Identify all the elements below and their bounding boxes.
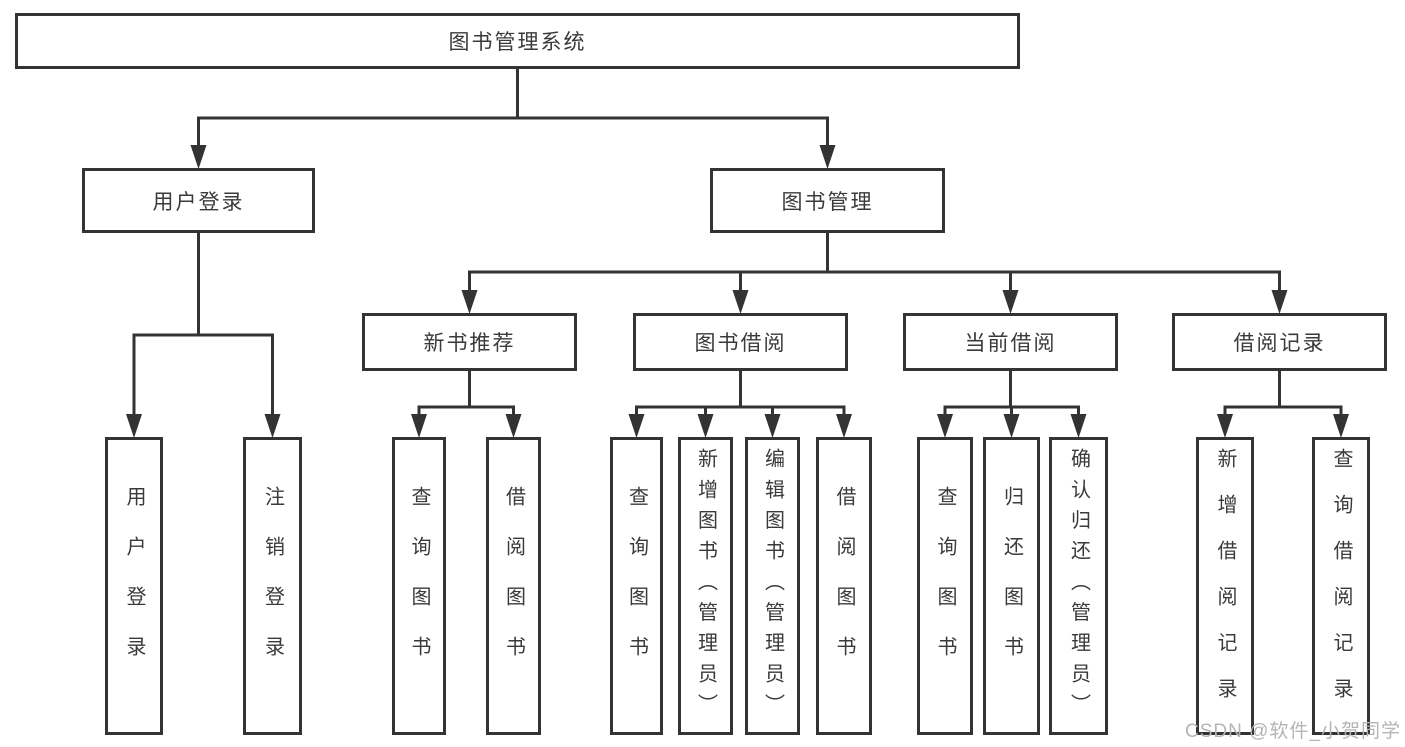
node-add-book-admin: 新增图书（管理员） xyxy=(678,437,733,735)
node-label-book-borrow: 图书借阅 xyxy=(694,332,787,355)
node-query-borrow-rec: 查询借阅记录 xyxy=(1312,437,1370,735)
node-label-return-book: 归还图书 xyxy=(1000,486,1023,686)
node-label-edit-book-admin: 编辑图书（管理员） xyxy=(761,448,784,724)
node-borrow-records: 借阅记录 xyxy=(1172,313,1387,371)
node-label-borrow-book-bor: 借阅图书 xyxy=(833,486,855,686)
node-label-current-borrow: 当前借阅 xyxy=(964,332,1057,355)
node-edit-book-admin: 编辑图书（管理员） xyxy=(745,437,800,735)
node-add-borrow-rec: 新增借阅记录 xyxy=(1196,437,1254,735)
node-label-new-book-rec: 新书推荐 xyxy=(423,332,516,355)
node-borrow-book-bor: 借阅图书 xyxy=(816,437,872,735)
node-label-root-system: 图书管理系统 xyxy=(448,31,587,54)
node-label-user-login-group: 用户登录 xyxy=(152,190,245,214)
node-user-login-group: 用户登录 xyxy=(82,168,315,233)
node-logout: 注销登录 xyxy=(243,437,302,735)
node-label-query-borrow-rec: 查询借阅记录 xyxy=(1330,448,1352,724)
node-label-logout: 注销登录 xyxy=(261,486,284,686)
node-current-borrow: 当前借阅 xyxy=(903,313,1118,371)
node-label-user-login: 用户登录 xyxy=(123,486,145,686)
node-new-book-rec: 新书推荐 xyxy=(362,313,577,371)
node-user-login: 用户登录 xyxy=(105,437,163,735)
node-confirm-return: 确认归还（管理员） xyxy=(1049,437,1108,735)
node-label-query-book-cur: 查询图书 xyxy=(934,486,956,686)
node-query-book-rec: 查询图书 xyxy=(392,437,446,735)
node-label-add-book-admin: 新增图书（管理员） xyxy=(694,448,717,724)
node-label-add-borrow-rec: 新增借阅记录 xyxy=(1214,448,1236,724)
node-query-book-cur: 查询图书 xyxy=(917,437,973,735)
node-label-query-book-bor: 查询图书 xyxy=(625,486,648,686)
node-book-borrow: 图书借阅 xyxy=(633,313,848,371)
node-label-book-mgmt: 图书管理 xyxy=(781,190,874,214)
node-borrow-book-rec: 借阅图书 xyxy=(486,437,541,735)
node-label-confirm-return: 确认归还（管理员） xyxy=(1067,448,1090,724)
node-return-book: 归还图书 xyxy=(983,437,1040,735)
node-root-system: 图书管理系统 xyxy=(15,13,1020,69)
node-label-query-book-rec: 查询图书 xyxy=(408,486,430,686)
node-label-borrow-book-rec: 借阅图书 xyxy=(502,486,525,686)
node-book-mgmt: 图书管理 xyxy=(710,168,945,233)
watermark: CSDN @软件_小贺同学 xyxy=(1185,721,1401,742)
node-query-book-bor: 查询图书 xyxy=(610,437,663,735)
node-label-borrow-records: 借阅记录 xyxy=(1233,332,1326,355)
